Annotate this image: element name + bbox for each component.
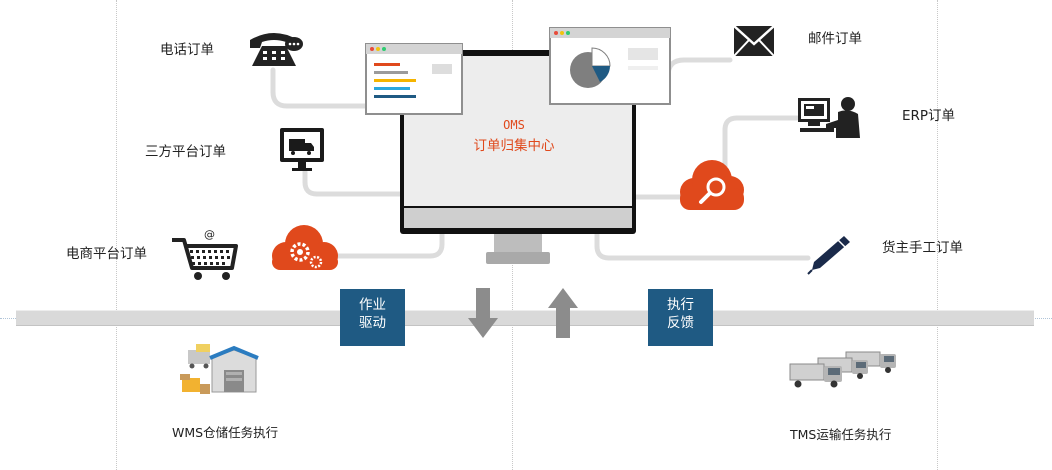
process-band — [16, 310, 1034, 326]
label-erp-orders: ERP订单 — [902, 108, 956, 124]
drive-box: 作业 驱动 — [340, 289, 405, 346]
label-wms-execution: WMS仓储任务执行 — [172, 425, 279, 440]
feedback-box-line-2: 反馈 — [667, 315, 694, 331]
label-phone-orders: 电话订单 — [160, 42, 214, 58]
oms-subtitle: 订单归集中心 — [473, 138, 555, 154]
label-ecommerce-orders: 电商平台订单 — [66, 246, 147, 262]
guide-line-3 — [937, 0, 938, 470]
guide-line-1 — [116, 0, 117, 470]
label-tms-execution: TMS运输任务执行 — [790, 427, 892, 442]
label-mail-orders: 邮件订单 — [808, 31, 862, 47]
drive-box-line-2: 驱动 — [359, 315, 386, 331]
feedback-box-line-1: 执行 — [667, 297, 694, 313]
drive-box-line-1: 作业 — [359, 297, 386, 313]
label-third-party-orders: 三方平台订单 — [145, 144, 226, 160]
svg-text:@: @ — [204, 228, 215, 241]
label-manual-orders: 货主手工订单 — [882, 240, 963, 256]
oms-title: OMS — [503, 118, 525, 132]
feedback-box: 执行 反馈 — [648, 289, 713, 346]
